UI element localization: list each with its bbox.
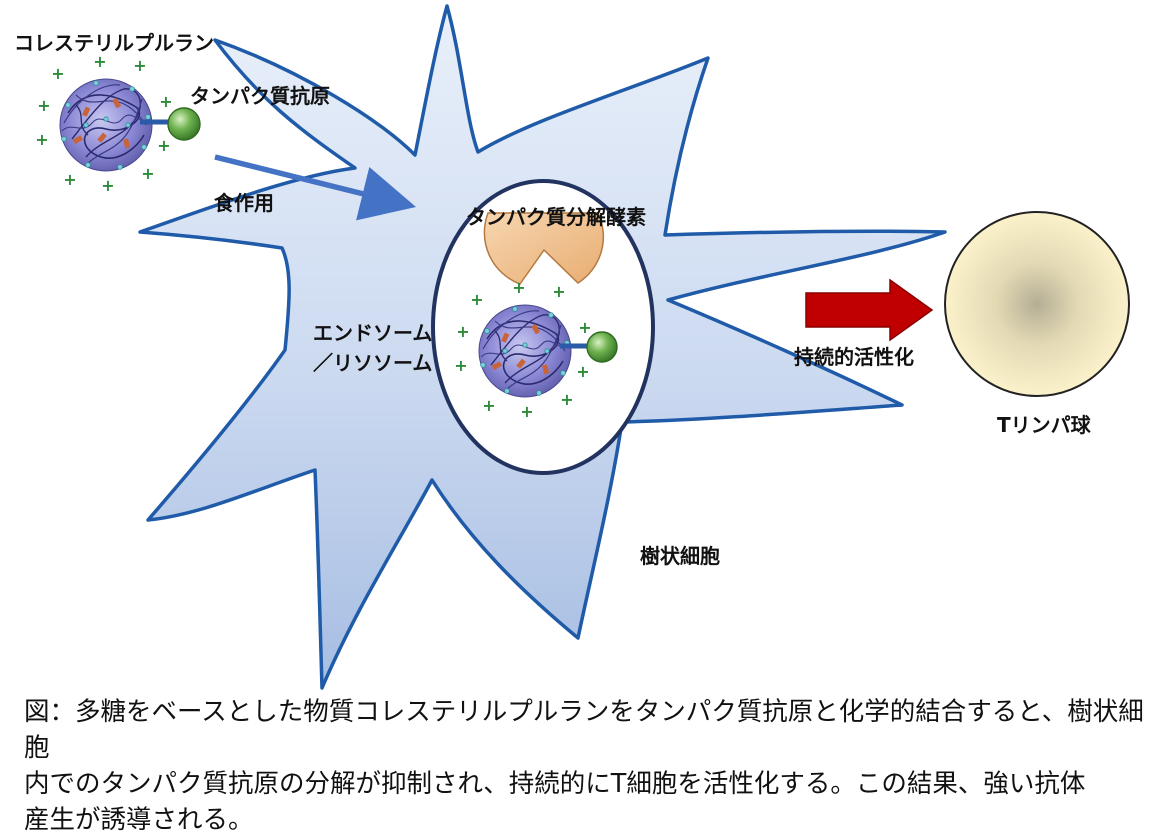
phagocytosis-arrow xyxy=(214,154,417,221)
label-phagocytosis: 食作用 xyxy=(214,191,274,215)
label-cholesteryl-pullulan: コレステリルプルラン xyxy=(14,31,214,55)
figure-caption: 図：多糖をベースとした物質コレステリルプルランをタンパク質抗原と化学的結合すると… xyxy=(24,694,1144,838)
label-protease: タンパク質分解酵素 xyxy=(466,205,646,229)
cell-diagram: + + + + + + + + + + コレステリルプルラン タンパク質 xyxy=(14,4,1130,690)
protein-antigen-icon xyxy=(167,107,201,141)
caption-line: 産生が誘導される。 xyxy=(24,805,254,835)
protein-antigen-icon xyxy=(586,331,618,363)
label-protein-antigen: タンパク質抗原 xyxy=(190,84,330,108)
t-lymphocyte xyxy=(944,211,1130,397)
protease-icon xyxy=(483,212,605,285)
label-endosome-line1: エンドソーム xyxy=(313,321,432,345)
caption-line: 内でのタンパク質抗原の分解が抑制され、持続的にT細胞を活性化する。この結果、強い… xyxy=(24,769,1086,799)
label-dendritic-cell: 樹状細胞 xyxy=(640,544,720,568)
activation-arrow xyxy=(805,278,934,342)
caption-line: 図：多糖をベースとした物質コレステリルプルランをタンパク質抗原と化学的結合すると… xyxy=(24,697,1144,763)
label-sustained-activation: 持続的活性化 xyxy=(794,345,914,369)
label-endosome-line2: ／リソソーム xyxy=(313,351,432,375)
label-t-lymphocyte: Tリンパ球 xyxy=(997,413,1092,437)
